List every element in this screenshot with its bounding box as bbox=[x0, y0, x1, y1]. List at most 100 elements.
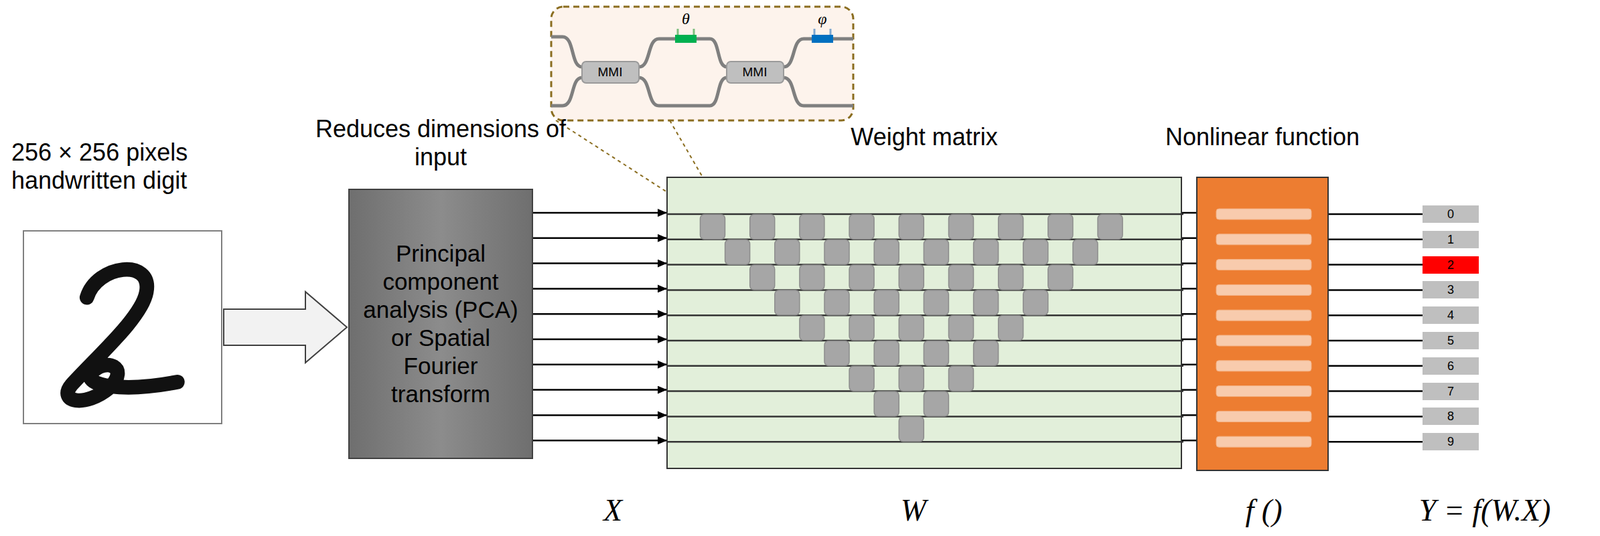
node-body: Principal component analysis (PCA) or Sp… bbox=[349, 190, 532, 459]
mzi-cell bbox=[898, 265, 924, 290]
output-class-box: 2 bbox=[1422, 256, 1479, 274]
mzi-cell bbox=[849, 316, 875, 341]
signal-line bbox=[533, 212, 667, 215]
mzi-cell bbox=[849, 214, 875, 240]
mzi-cell bbox=[799, 214, 825, 240]
math-symbol: X bbox=[603, 492, 623, 529]
heater-probe bbox=[814, 28, 831, 35]
signal-line bbox=[1328, 415, 1423, 418]
mzi-cell bbox=[874, 239, 899, 265]
signal-line bbox=[533, 262, 667, 265]
mzi-cell bbox=[923, 391, 949, 417]
mzi-cell bbox=[998, 265, 1024, 290]
output-class-box: 9 bbox=[1422, 433, 1479, 451]
mzi-cell bbox=[923, 239, 949, 265]
pca-box: Reduces dimensions of inputPrincipal com… bbox=[348, 188, 534, 460]
mzi-cell bbox=[1097, 214, 1123, 240]
node-text: Principal component analysis (PCA) or Sp… bbox=[356, 239, 526, 409]
nonlinear-elements bbox=[1197, 178, 1328, 471]
output-class-box: 3 bbox=[1422, 281, 1479, 299]
nonlinear-element bbox=[1216, 259, 1312, 271]
mzi-cell bbox=[898, 366, 924, 392]
phase-symbol: φ bbox=[817, 10, 827, 29]
nonlinear-element bbox=[1216, 360, 1312, 372]
mzi-cell bbox=[725, 239, 751, 265]
node-heading: Weight matrix bbox=[850, 123, 998, 152]
mzi-cell bbox=[874, 290, 899, 316]
mzi-cell bbox=[1072, 239, 1098, 265]
waveguide bbox=[667, 441, 1184, 444]
mzi-cell bbox=[774, 290, 800, 316]
mzi-cell bbox=[824, 340, 850, 366]
class-digit: 6 bbox=[1447, 358, 1454, 374]
signal-line bbox=[1182, 212, 1197, 215]
mzi-cell bbox=[824, 290, 850, 316]
output-class-box: 7 bbox=[1422, 383, 1479, 401]
digit-image bbox=[24, 231, 222, 424]
signal-line bbox=[533, 338, 667, 341]
nonlinear-element bbox=[1216, 411, 1312, 422]
class-digit: 5 bbox=[1447, 333, 1454, 349]
signal-line bbox=[533, 313, 667, 316]
signal-line bbox=[1328, 365, 1423, 368]
signal-line bbox=[1182, 440, 1197, 443]
output-class-box: 4 bbox=[1422, 306, 1479, 325]
signal-line bbox=[1182, 287, 1197, 290]
signal-line bbox=[1328, 213, 1423, 216]
class-digit: 0 bbox=[1447, 206, 1454, 222]
node-heading: 256 × 256 pixels handwritten digit bbox=[11, 138, 266, 195]
mzi-cell bbox=[923, 290, 949, 316]
nonlinear-element bbox=[1216, 436, 1312, 448]
output-class-box: 0 bbox=[1422, 205, 1479, 224]
heater-probe bbox=[677, 28, 694, 35]
node-body: 4 bbox=[1422, 306, 1479, 325]
signal-line bbox=[533, 440, 667, 443]
class-digit: 4 bbox=[1447, 308, 1454, 323]
mzi-cell bbox=[849, 366, 875, 392]
node-heading: Reduces dimensions of input bbox=[293, 115, 589, 172]
signal-line bbox=[1328, 289, 1423, 292]
block-arrow bbox=[223, 292, 347, 363]
mzi-cell bbox=[1048, 265, 1073, 290]
nonlinear-element bbox=[1216, 234, 1312, 246]
mzi-cell bbox=[1023, 239, 1049, 265]
signal-line bbox=[1182, 237, 1197, 240]
signal-line bbox=[533, 414, 667, 417]
class-digit: 8 bbox=[1447, 409, 1454, 424]
node-body: 8 bbox=[1422, 407, 1479, 426]
signal-line bbox=[533, 237, 667, 240]
mzi-cell bbox=[1048, 214, 1073, 240]
class-digit: 7 bbox=[1447, 384, 1454, 400]
nonlinear-element bbox=[1216, 208, 1312, 220]
output-class-box: 1 bbox=[1422, 231, 1479, 249]
mzi-cell bbox=[998, 214, 1024, 240]
signal-line bbox=[1182, 313, 1197, 316]
signal-line bbox=[1182, 364, 1197, 367]
signal-line bbox=[533, 364, 667, 367]
signal-line bbox=[1182, 414, 1197, 417]
node-body: 0 bbox=[1422, 205, 1479, 224]
mzi-cell bbox=[973, 239, 999, 265]
nonlinear-element bbox=[1216, 284, 1312, 296]
mzi-cell bbox=[700, 214, 726, 240]
theta-heater bbox=[675, 34, 697, 43]
waveguides bbox=[551, 36, 854, 106]
class-digit: 9 bbox=[1447, 434, 1454, 450]
signal-line bbox=[1328, 390, 1423, 393]
mzi-cell bbox=[750, 265, 775, 290]
mesh-box: Weight matrix bbox=[666, 176, 1183, 470]
nonlinear-element bbox=[1216, 335, 1312, 347]
node-body: 6 bbox=[1422, 357, 1479, 376]
mzi-mesh bbox=[667, 178, 1181, 469]
signal-line bbox=[1328, 441, 1423, 444]
signal-line bbox=[533, 389, 667, 392]
mzi-cell bbox=[1023, 290, 1049, 316]
output-class-box: 8 bbox=[1422, 407, 1479, 426]
phase-symbol: θ bbox=[681, 10, 690, 29]
signal-line bbox=[1182, 389, 1197, 392]
math-symbol: f () bbox=[1245, 492, 1283, 529]
component-label: MMI bbox=[598, 64, 623, 80]
phi-heater bbox=[811, 34, 834, 43]
mzi-cell bbox=[973, 290, 999, 316]
